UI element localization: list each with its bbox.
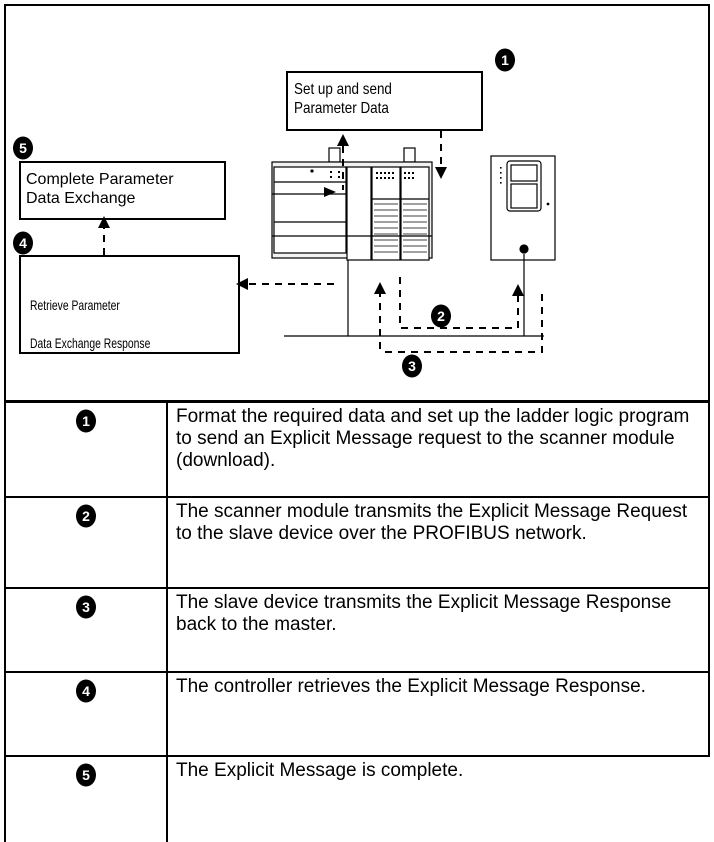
table-row: 3 The slave device transmits the Explici… <box>4 587 710 673</box>
step-5-icon: 5 <box>75 763 97 787</box>
step-number-cell: 4 <box>4 671 168 757</box>
table-row: 4 The controller retrieves the Explicit … <box>4 671 710 757</box>
step-5-number: 5 <box>82 767 90 783</box>
message-flow-diagram <box>4 4 710 401</box>
step-text: Format the required data and set up the … <box>166 401 710 498</box>
step-text: The Explicit Message is complete. <box>166 755 709 842</box>
callout-1-label: 1 <box>501 52 509 68</box>
step-text: The controller retrieves the Explicit Me… <box>166 671 710 757</box>
retrieve-line-1: Retrieve Parameter <box>30 297 120 313</box>
retrieve-box-text: Retrieve Parameter Data Exchange Respons… <box>30 286 150 362</box>
step-3-icon: 3 <box>75 595 97 619</box>
step-number-cell: 2 <box>4 496 168 589</box>
setup-line-2: Parameter Data <box>294 100 389 117</box>
callout-4: 4 <box>12 231 34 255</box>
network-cable <box>284 260 349 337</box>
complete-line-2: Data Exchange <box>26 190 136 207</box>
table-row: 5 The Explicit Message is complete. <box>4 755 709 842</box>
callout-1: 1 <box>494 48 516 72</box>
setup-line-1: Set up and send <box>294 81 392 98</box>
retrieve-line-2: Data Exchange Response <box>30 335 151 351</box>
complete-line-1: Complete Parameter <box>26 171 174 188</box>
plc-terminal-strips <box>374 203 427 253</box>
step-number-cell: 1 <box>4 401 168 498</box>
callout-2: 2 <box>430 304 452 328</box>
step-number-cell: 5 <box>4 755 168 842</box>
complete-box <box>19 161 226 220</box>
arrowheads <box>98 134 524 296</box>
callout-3-label: 3 <box>408 358 416 374</box>
step-text: The scanner module transmits the Explici… <box>166 496 710 589</box>
step-text: The slave device transmits the Explicit … <box>166 587 710 673</box>
callout-4-label: 4 <box>19 235 27 251</box>
step-number-cell: 3 <box>4 587 168 673</box>
retrieve-box <box>19 255 240 354</box>
step-3-number: 3 <box>82 599 90 615</box>
figure-frame: Set up and send Parameter Data Complete … <box>4 4 710 842</box>
callout-5: 5 <box>12 136 34 160</box>
setup-box <box>286 71 483 131</box>
callout-3: 3 <box>401 354 423 378</box>
plc-chassis <box>271 147 433 261</box>
step-1-number: 1 <box>82 413 90 429</box>
callout-5-label: 5 <box>19 140 27 156</box>
callout-2-label: 2 <box>437 308 445 324</box>
plc-leds <box>310 169 414 179</box>
step-1-icon: 1 <box>75 409 97 433</box>
steps-table: 1 Format the required data and set up th… <box>4 401 710 842</box>
step-2-icon: 2 <box>75 504 97 528</box>
step-2-number: 2 <box>82 508 90 524</box>
diagram-border <box>4 4 710 401</box>
slave-device <box>490 155 556 261</box>
setup-box-text: Set up and send Parameter Data <box>294 80 392 118</box>
step-4-number: 4 <box>82 683 90 699</box>
table-row: 1 Format the required data and set up th… <box>4 401 710 498</box>
step-4-icon: 4 <box>75 679 97 703</box>
complete-box-text: Complete Parameter Data Exchange <box>26 170 174 208</box>
table-row: 2 The scanner module transmits the Expli… <box>4 496 710 589</box>
